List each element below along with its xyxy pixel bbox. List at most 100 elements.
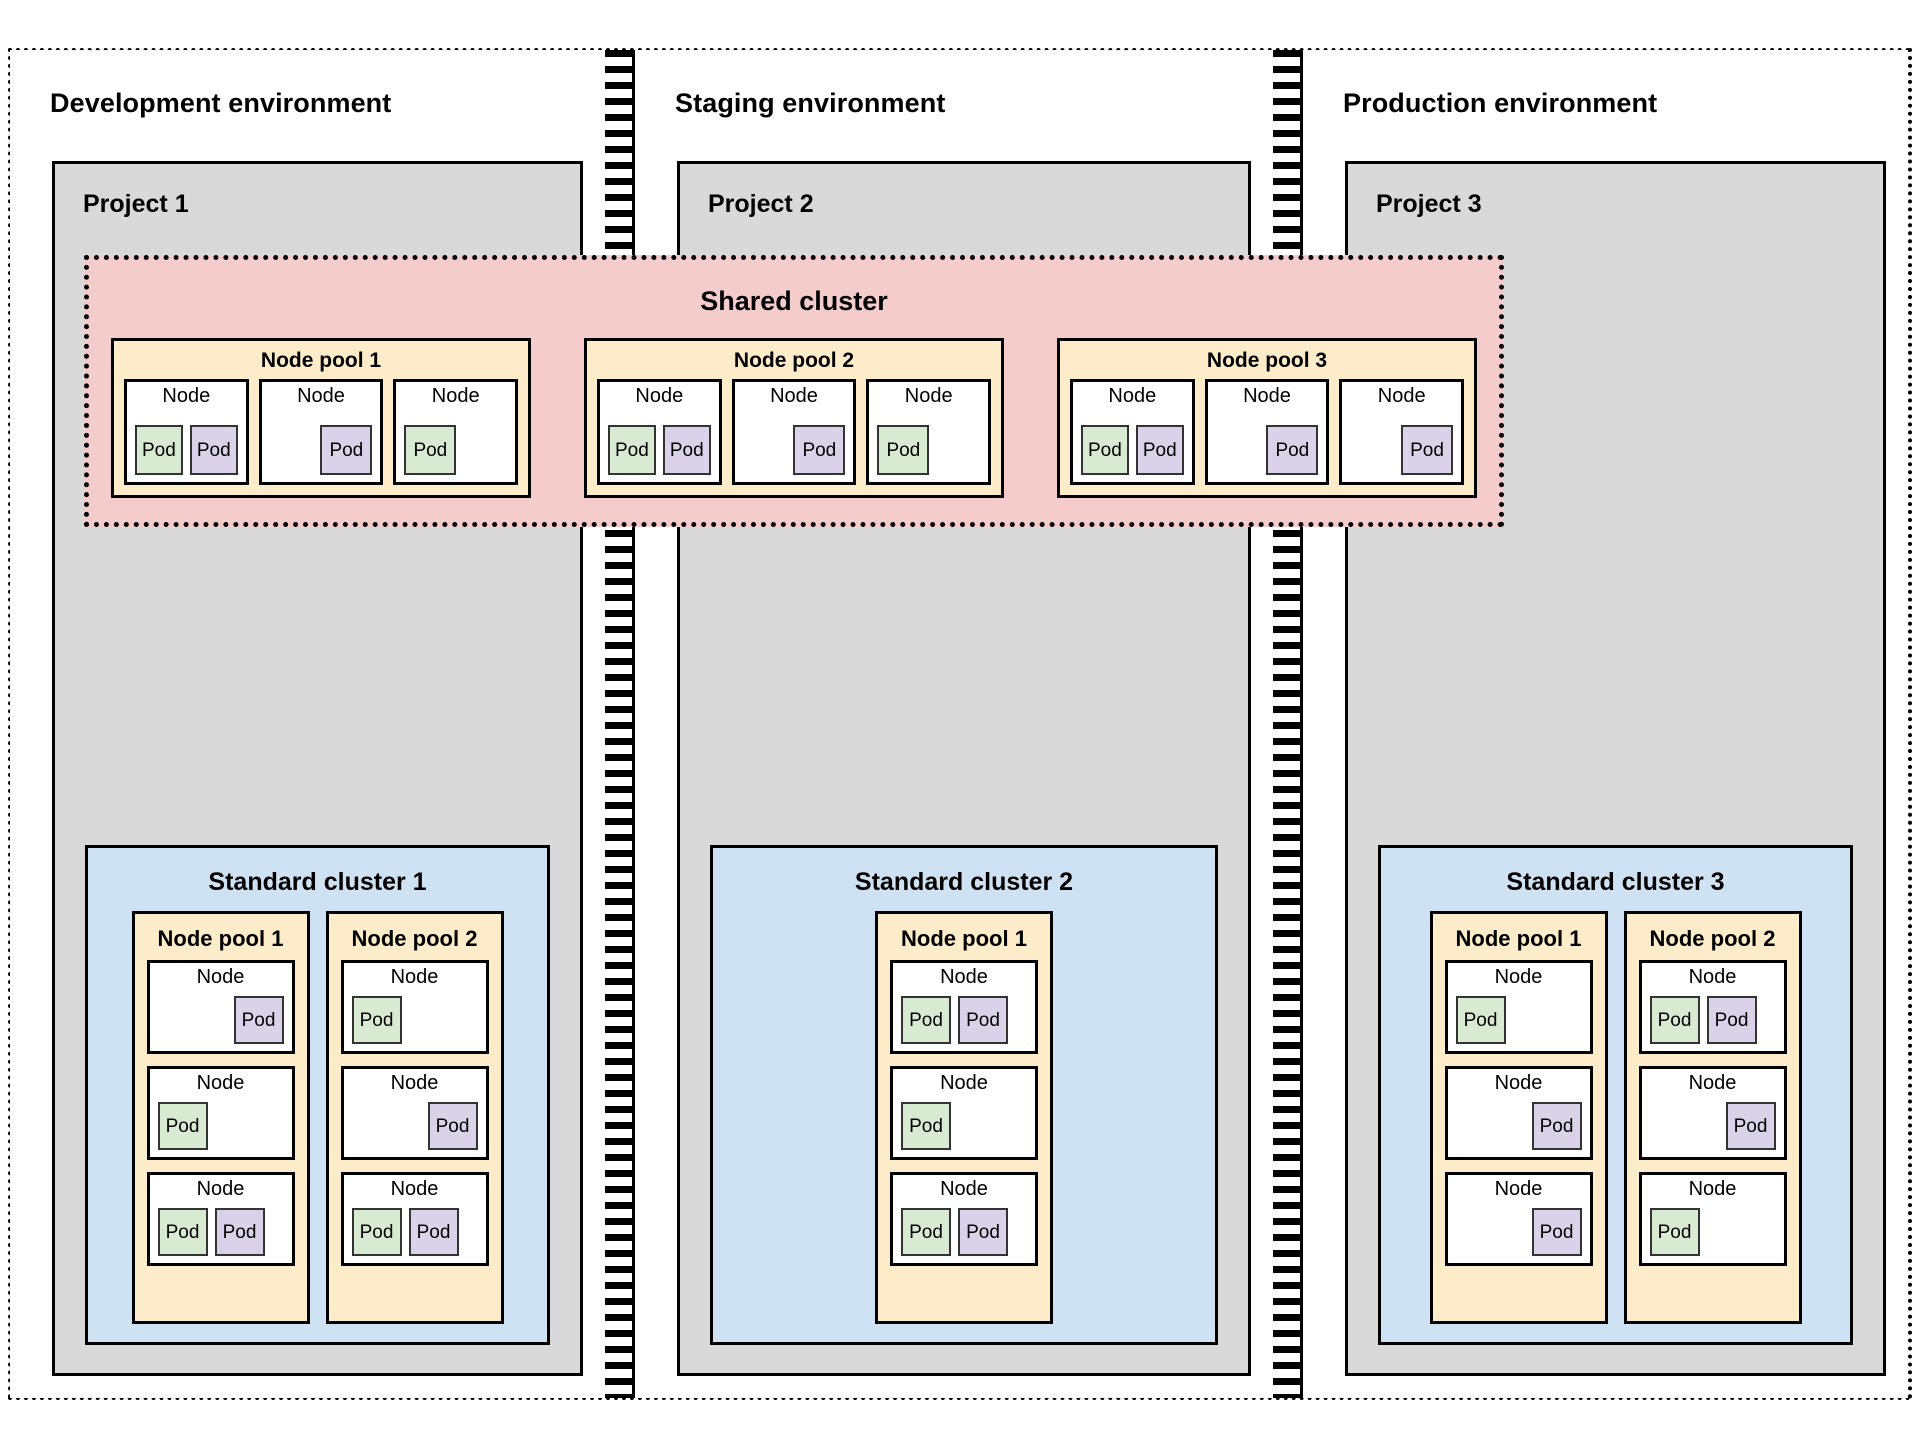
pod-list: Pod (1448, 1097, 1590, 1157)
node: Node Pod (340, 960, 489, 1054)
node-pool-title: Node pool 1 (157, 926, 284, 951)
standard-cluster-title-1: Standard cluster 1 (208, 868, 427, 896)
node: Node Pod Pod (1638, 960, 1787, 1054)
standard-cluster-title-2: Standard cluster 2 (854, 868, 1074, 896)
pod: Pod (214, 1208, 265, 1256)
pod-list: Pod Pod (600, 410, 719, 482)
node-label: Node (390, 1072, 439, 1094)
pod-list: Pod (893, 1097, 1035, 1157)
node-label: Node (162, 385, 211, 407)
pod: Pod (793, 425, 846, 475)
node: Node Pod (340, 1066, 489, 1160)
node: Node Pod Pod (890, 1172, 1038, 1266)
node-label: Node (390, 966, 439, 988)
pod-list: Pod (869, 410, 988, 482)
environment-development: Development environment Project 1 Standa… (10, 50, 605, 1398)
node-pool-shared-1: Node pool 1 Node Pod Pod Node Pod (111, 338, 531, 498)
node-label: Node (940, 1178, 988, 1200)
pod: Pod (662, 425, 711, 475)
node-list: Node Pod Pod Node Pod Node (587, 379, 1001, 495)
node-label: Node (1494, 1178, 1543, 1200)
pod: Pod (1531, 1208, 1582, 1256)
node: Node Pod Pod (124, 379, 249, 485)
pod: Pod (351, 1208, 402, 1256)
pod: Pod (1081, 425, 1129, 475)
pod: Pod (189, 425, 238, 475)
pod: Pod (1266, 425, 1319, 475)
pod: Pod (958, 1208, 1008, 1256)
environment-separator-2 (1273, 50, 1303, 1398)
pod: Pod (1531, 1102, 1582, 1150)
pod-list: Pod Pod (893, 991, 1035, 1051)
pod: Pod (901, 1102, 951, 1150)
pod-list: Pod (150, 991, 292, 1051)
pod: Pod (958, 996, 1008, 1044)
node: Node Pod (890, 1066, 1038, 1160)
node-pool-shared-2: Node pool 2 Node Pod Pod Node Pod (584, 338, 1004, 498)
node-label: Node (904, 385, 953, 407)
node: Node Pod (1638, 1172, 1787, 1266)
node: Node Pod (1444, 1172, 1593, 1266)
pod: Pod (901, 1208, 951, 1256)
node-pool-sc1-1: Node pool 1 Node Pod Node (131, 911, 310, 1324)
node: Node Pod (146, 1066, 295, 1160)
node-label: Node (635, 385, 684, 407)
node-list: Node Pod Pod Node Pod Node (114, 379, 528, 495)
pod-list: Pod (1448, 991, 1590, 1051)
node: Node Pod (1444, 960, 1593, 1054)
node-label: Node (770, 385, 818, 407)
standard-cluster-2: Standard cluster 2 Node pool 1 Node Pod … (710, 845, 1218, 1345)
standard-cluster-title-3: Standard cluster 3 (1506, 868, 1725, 896)
node-label: Node (1688, 1072, 1737, 1094)
node-pool-shared-3: Node pool 3 Node Pod Pod Node Pod (1057, 338, 1477, 498)
pod: Pod (1455, 996, 1506, 1044)
node-label: Node (1688, 966, 1737, 988)
node: Node Pod Pod (890, 960, 1038, 1054)
node-label: Node (1108, 385, 1157, 407)
pod: Pod (608, 425, 656, 475)
node-pool-title: Node pool 3 (1206, 349, 1328, 372)
separator-stripes (605, 50, 635, 1398)
pod-list: Pod (262, 410, 381, 482)
pod: Pod (157, 1208, 208, 1256)
pod-list: Pod (1342, 410, 1461, 482)
pod-list: Pod (1208, 410, 1327, 482)
node-list: Node Pod Node Pod (329, 960, 501, 1321)
pod-list: Pod Pod (1642, 991, 1784, 1051)
node-pool-sc3-2: Node pool 2 Node Pod Pod (1623, 911, 1802, 1324)
node: Node Pod (866, 379, 992, 485)
environment-title-development: Development environment (50, 88, 392, 118)
shared-cluster: Shared cluster Node pool 1 Node Pod Pod … (84, 255, 1504, 527)
pod-list: Pod (1642, 1203, 1784, 1263)
node: Node Pod Pod (597, 379, 722, 485)
standard-cluster-3-pools: Node pool 1 Node Pod Node (1381, 911, 1850, 1342)
node-label: Node (390, 1178, 439, 1200)
node: Node Pod (731, 379, 857, 485)
pod-list: Pod Pod (344, 1203, 486, 1263)
pod-list: Pod Pod (127, 410, 246, 482)
node-label: Node (431, 385, 480, 407)
node: Node Pod (1638, 1066, 1787, 1160)
node: Node Pod Pod (340, 1172, 489, 1266)
node-label: Node (1688, 1178, 1737, 1200)
pod: Pod (404, 425, 457, 475)
pod-list: Pod Pod (150, 1203, 292, 1263)
node: Node Pod (1444, 1066, 1593, 1160)
node-pool-sc1-2: Node pool 2 Node Pod Node (325, 911, 504, 1324)
node: Node Pod (258, 379, 384, 485)
pod-list: Pod (1642, 1097, 1784, 1157)
environment-staging: Staging environment Project 2 Standard c… (635, 50, 1273, 1398)
project-box-1: Project 1 Standard cluster 1 Node pool 1… (52, 161, 583, 1376)
separator-stripes (1273, 50, 1303, 1398)
node-list: Node Pod Pod Node Pod Node (1060, 379, 1474, 495)
pod-list: Pod (150, 1097, 292, 1157)
project-title-3: Project 3 (1376, 190, 1482, 218)
environment-production: Production environment Project 3 Standar… (1303, 50, 1908, 1398)
node-label: Node (1494, 1072, 1543, 1094)
environment-title-production: Production environment (1343, 88, 1658, 118)
standard-cluster-3: Standard cluster 3 Node pool 1 Node Pod (1378, 845, 1853, 1345)
separator-edge (1300, 50, 1303, 1398)
project-title-2: Project 2 (708, 190, 814, 218)
pod: Pod (408, 1208, 459, 1256)
